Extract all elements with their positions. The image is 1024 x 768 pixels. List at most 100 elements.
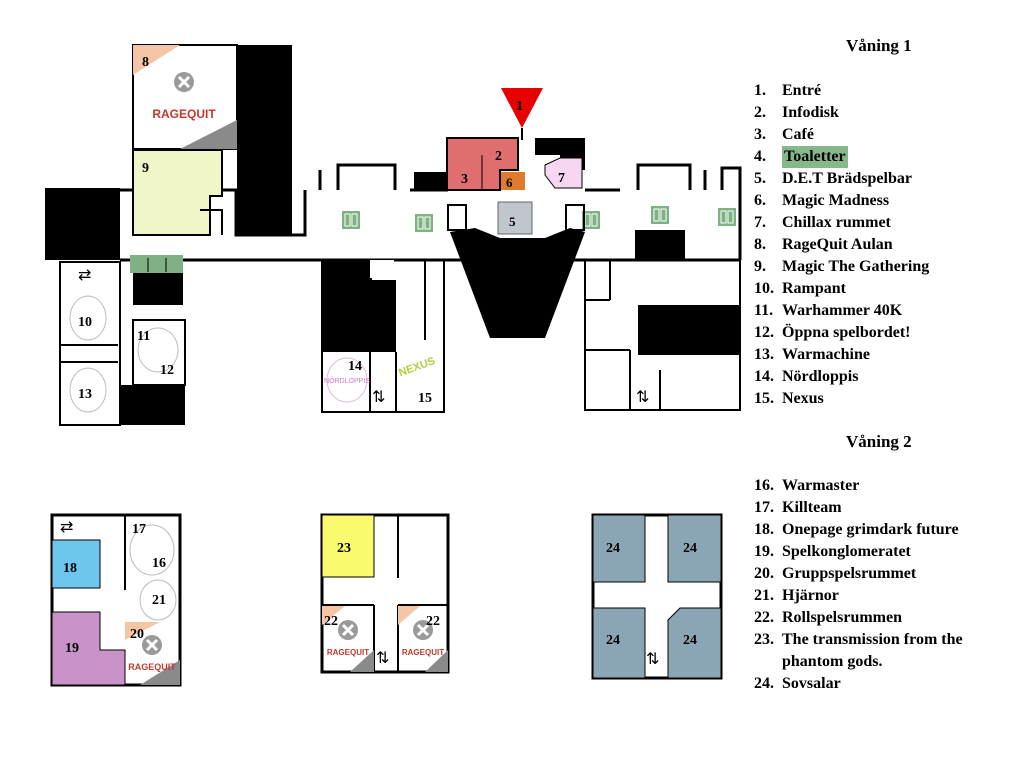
legend-item-number: 13. xyxy=(754,346,774,363)
nexus-logo: NEXUS xyxy=(397,355,437,379)
legend-item-label: Rampant xyxy=(782,280,847,297)
floor2-right-building: ⇅ 24 24 24 24 xyxy=(591,513,723,680)
legend-item: 5. D.E.T Brädspelbar xyxy=(754,168,929,190)
ragequit-logo: RAGEQUIT xyxy=(152,70,216,121)
svg-text:⇄: ⇄ xyxy=(78,265,91,284)
legend-item-number: 15. xyxy=(754,390,774,407)
legend-item-label: Chillax rummet xyxy=(782,214,891,231)
legend-item-number: 12. xyxy=(754,324,774,341)
legend-item-number: 5. xyxy=(754,170,766,187)
room-number-24c: 24 xyxy=(606,633,620,648)
legend-item: 14.Nördloppis xyxy=(754,366,929,388)
svg-text:RAGEQUIT: RAGEQUIT xyxy=(327,648,369,657)
legend-item: 17.Killteam xyxy=(754,497,982,519)
legend-item: 4.Toaletter xyxy=(754,146,929,168)
room-number-24d: 24 xyxy=(683,633,697,648)
legend-item-label: Rollspelsrummen xyxy=(782,609,902,626)
left-wing-rooms xyxy=(59,261,186,426)
elevator-icon: ⇅ xyxy=(372,387,385,406)
elevator-icon: ⇅ xyxy=(636,387,649,406)
legend-item-label: D.E.T Brädspelbar xyxy=(782,170,912,187)
room-number-18: 18 xyxy=(63,561,77,576)
legend-item: 23. The transmission from the phantom god… xyxy=(754,629,982,673)
room-number-9: 9 xyxy=(142,161,149,176)
room-number-15: 15 xyxy=(418,391,432,406)
legend-item-number: 6. xyxy=(754,192,766,209)
legend-item: 12. Öppna spelbordet! xyxy=(754,322,929,344)
legend-item: 19.Spelkonglomeratet xyxy=(754,541,982,563)
legend-item: 18.Onepage grimdark future xyxy=(754,519,982,541)
legend-item-number: 20. xyxy=(754,565,774,582)
room-number-5: 5 xyxy=(509,214,516,229)
room-number-17: 17 xyxy=(132,522,146,537)
room-number-14: 14 xyxy=(348,359,362,374)
legend-item: 10. Rampant xyxy=(754,278,929,300)
legend-item: 24. Sovsalar xyxy=(754,673,982,695)
room-number-13: 13 xyxy=(78,387,92,402)
room-number-19: 19 xyxy=(65,641,79,656)
legend-item-label: Hjärnor xyxy=(782,587,839,604)
legend-item: 15.Nexus xyxy=(754,388,929,410)
wall-block xyxy=(45,188,120,260)
stairs-icon: ⇄ xyxy=(60,517,73,536)
elevator-icon: ⇅ xyxy=(376,648,389,667)
rampant-logo xyxy=(69,295,179,413)
svg-text:RAGEQUIT: RAGEQUIT xyxy=(402,648,444,657)
legend-item-number: 14. xyxy=(754,368,774,385)
wall-block xyxy=(237,45,292,235)
toilet-icon xyxy=(341,205,737,233)
room-number-7: 7 xyxy=(558,171,565,186)
legend-item-number: 2. xyxy=(754,104,766,121)
room-5-board-game-bar: 5 xyxy=(447,201,585,338)
legend-item-label: Gruppspelsrummet xyxy=(782,565,917,582)
legend-item: 7.Chillax rummet xyxy=(754,212,929,234)
legend-item-number: 8. xyxy=(754,236,766,253)
legend-item-label: Infodisk xyxy=(782,104,839,121)
room-8-ragequit-aulan: RAGEQUIT 8 xyxy=(132,44,238,150)
legend-item: 13.Warmachine xyxy=(754,344,929,366)
room-7-chillax-rummet: 7 xyxy=(544,157,583,189)
legend-item: 9.Magic The Gathering xyxy=(754,256,929,278)
room-number-20: 20 xyxy=(130,627,144,642)
svg-text:NÖRDLOPPIS: NÖRDLOPPIS xyxy=(324,377,370,385)
nordloppis-logo: NÖRDLOPPIS xyxy=(324,357,370,403)
room-6-magic-madness: 6 xyxy=(501,172,525,190)
legend-item-label: Warhammer 40K xyxy=(782,302,903,319)
legend-item-label: Sovsalar xyxy=(782,675,841,692)
legend-item-label: Spelkonglomeratet xyxy=(782,543,911,560)
room-number-1: 1 xyxy=(516,99,523,114)
legend-item: 2. Infodisk xyxy=(754,102,929,124)
room-number-12: 12 xyxy=(160,363,174,378)
svg-text:NEXUS: NEXUS xyxy=(397,355,437,379)
legend-item-label: Café xyxy=(782,126,814,143)
svg-text:RAGEQUIT: RAGEQUIT xyxy=(128,662,176,672)
legend-item-number: 23. xyxy=(754,631,774,648)
legend-item-number: 10. xyxy=(754,280,774,297)
legend-item-label: Toaletter xyxy=(782,146,848,168)
legend-item-label: The transmission from the phantom gods. xyxy=(782,631,963,670)
room-number-10: 10 xyxy=(78,315,92,330)
room-number-16: 16 xyxy=(152,556,166,571)
elevator-icon: ⇅ xyxy=(646,649,659,668)
svg-text:⇅: ⇅ xyxy=(646,649,659,668)
legend-item-label: Killteam xyxy=(782,499,842,516)
room-number-24a: 24 xyxy=(606,541,620,556)
legend-item-number: 3. xyxy=(754,126,766,143)
svg-text:RAGEQUIT: RAGEQUIT xyxy=(152,107,216,121)
legend-item-number: 24. xyxy=(754,675,774,692)
room-number-22b: 22 xyxy=(426,614,440,629)
rooms-14-15: NÖRDLOPPIS 14 ⇅ NEXUS 15 xyxy=(321,259,445,413)
ragequit-logo: RAGEQUIT RAGEQUIT xyxy=(327,618,444,657)
legend-item: 21.Hjärnor xyxy=(754,585,982,607)
floor1-map: RAGEQUIT 8 9 ⇄ xyxy=(45,44,742,426)
wall-block xyxy=(414,172,448,190)
floor2-middle-building: RAGEQUIT RAGEQUIT ⇅ 23 22 22 xyxy=(320,513,450,674)
floor1-heading: Våning 1 xyxy=(846,36,912,55)
toilet-icon xyxy=(130,255,183,273)
legend-item-label: Entré xyxy=(782,82,822,99)
legend-item: 1.Entré xyxy=(754,80,929,102)
room-number-23: 23 xyxy=(337,541,351,556)
room-number-2: 2 xyxy=(495,149,502,164)
legend-item-label: Öppna spelbordet! xyxy=(782,324,911,341)
